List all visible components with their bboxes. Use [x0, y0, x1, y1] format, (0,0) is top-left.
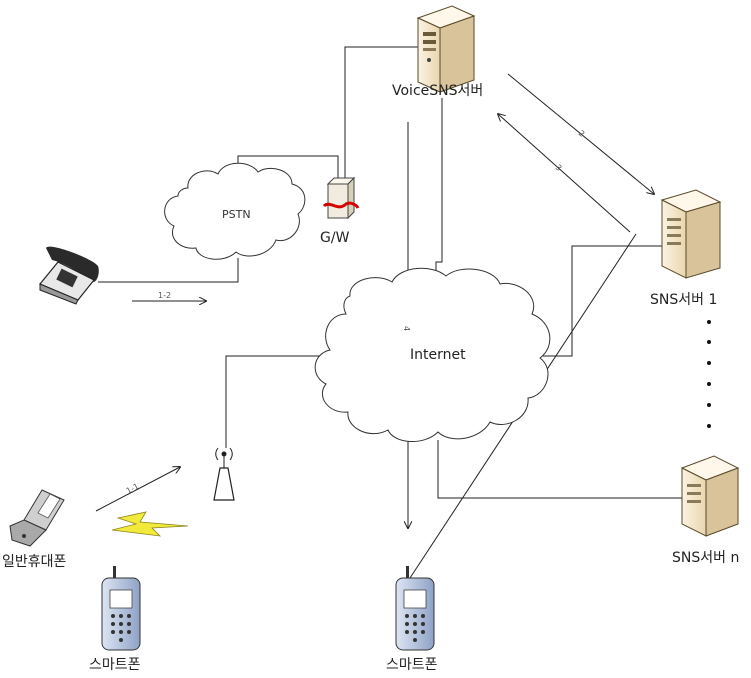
voice-server-label: VoiceSNS서버	[392, 83, 484, 99]
feature-phone-icon	[9, 489, 65, 547]
edge-label-3: 3	[554, 163, 564, 173]
edge-label-4: 4	[402, 326, 411, 331]
internet-label: Internet	[410, 347, 466, 363]
link-internet-antenna	[225, 355, 330, 448]
sns-server-n-icon	[680, 455, 740, 537]
edge-label-1-1: 1-1	[125, 482, 141, 496]
link-internet-snsn	[437, 440, 682, 499]
sns-server-1-label: SNS서버 1	[650, 292, 718, 308]
wireless-bolt-icon	[111, 511, 189, 537]
voice-server-icon	[416, 5, 476, 93]
arrow-1-1	[95, 467, 180, 512]
link-server-gateway	[344, 46, 418, 184]
arrow-2	[507, 73, 654, 194]
smartphone-left-label: 스마트폰	[89, 657, 141, 673]
smartphone-left-icon	[101, 566, 141, 651]
link-phone-pstn	[98, 258, 239, 283]
gateway-label: G/W	[320, 230, 350, 246]
arrow-3	[498, 114, 631, 233]
edge-label-1-2: 1-2	[158, 291, 171, 300]
internet-cloud	[314, 267, 551, 443]
ellipsis-dots	[707, 320, 711, 428]
link-server-internet	[435, 98, 443, 286]
sns-server-n-label: SNS서버 n	[672, 550, 740, 566]
edge-label-2: 2	[577, 129, 587, 139]
antenna-icon	[213, 447, 235, 501]
link-internet-sns1	[542, 245, 662, 357]
desk-telephone-icon	[39, 246, 99, 305]
pstn-label: PSTN	[222, 208, 251, 221]
gateway-icon	[322, 176, 360, 220]
sns-server-1-icon	[660, 189, 722, 279]
pstn-cloud	[164, 162, 306, 260]
smartphone-center-label: 스마트폰	[386, 657, 438, 673]
feature-phone-label: 일반휴대폰	[2, 554, 67, 570]
smartphone-center-icon	[395, 566, 435, 651]
